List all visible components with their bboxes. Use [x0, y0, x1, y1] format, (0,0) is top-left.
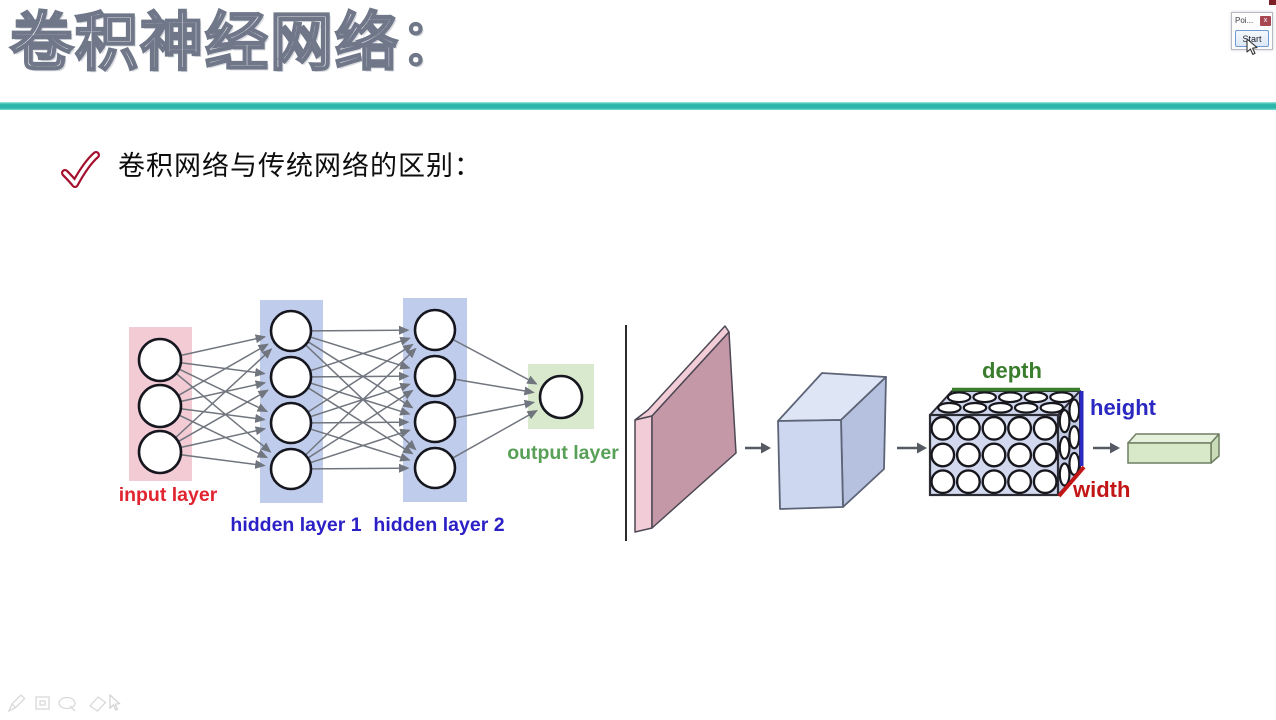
- nn-neuron: [269, 355, 313, 399]
- pointer-window-titlebar: Poi... x: [1232, 13, 1272, 27]
- stamp-tool-icon[interactable]: [35, 696, 50, 710]
- nn-edge: [309, 382, 411, 418]
- nn-edge: [309, 382, 411, 416]
- nn-neuron: [413, 308, 457, 352]
- nn-edge: [307, 389, 414, 459]
- width-edge: [1057, 465, 1086, 498]
- nn-edge: [177, 389, 269, 443]
- input-image-plane: [634, 325, 737, 533]
- pointer-window-title: Poi...: [1235, 15, 1254, 25]
- checkmark-icon: [61, 151, 100, 188]
- nn-edge: [180, 426, 267, 449]
- nn-edge: [180, 334, 267, 357]
- nn-edge: [307, 343, 414, 413]
- nn-neuron: [269, 309, 313, 353]
- bullet-row: 卷积网络与传统网络的区别：: [60, 144, 482, 190]
- slide-title: 卷积神经网络：: [9, 7, 465, 79]
- nn-edge: [310, 463, 410, 473]
- close-icon[interactable]: x: [1260, 15, 1271, 26]
- nn-edge: [454, 399, 536, 419]
- height-label: height: [1090, 395, 1157, 420]
- nn-edge: [180, 361, 266, 377]
- nn-neuron: [413, 354, 457, 398]
- eraser-tool-icon[interactable]: [89, 696, 107, 712]
- conv-volume-cube: [777, 372, 887, 510]
- nn-layer-label-2: hidden layer 2: [373, 514, 504, 536]
- nn-edge: [310, 325, 410, 335]
- pen-tool-icon[interactable]: [7, 694, 26, 713]
- nn-edge: [178, 414, 269, 458]
- nn-edge: [310, 371, 410, 381]
- nn-neuron: [538, 374, 584, 420]
- annotation-toolbar: [7, 693, 121, 713]
- slide-figure: input layer hidden layer 1 hidden layer 2 o…: [119, 298, 1220, 541]
- window-close-fragment: [1269, 0, 1276, 5]
- nn-edge: [309, 336, 411, 370]
- nn-layer-label-3: output layer: [507, 442, 619, 464]
- nn-layer-label-1: hidden layer 1: [230, 514, 361, 536]
- nn-edge: [175, 372, 272, 453]
- nn-edge: [304, 347, 417, 456]
- nn-edge: [309, 428, 411, 462]
- nn-edge: [180, 407, 266, 423]
- nn-neuron: [269, 401, 313, 445]
- nn-edge: [174, 348, 273, 439]
- cursor-tool-icon[interactable]: [109, 693, 121, 711]
- nn-edge: [309, 428, 411, 464]
- nn-edge: [307, 341, 414, 409]
- nn-edge: [177, 343, 269, 397]
- arrow-3: [1093, 442, 1120, 454]
- nn-neuron: [413, 400, 457, 444]
- neuron-volume: depth height width: [928, 358, 1157, 502]
- nn-edge: [452, 410, 538, 459]
- nn-layer-label-0: input layer: [119, 484, 218, 506]
- bullet-text: 卷积网络与传统网络的区别：: [118, 151, 482, 181]
- arrow-1: [745, 442, 771, 454]
- nn-edge: [180, 453, 266, 469]
- nn-edge: [180, 380, 267, 403]
- arrow-2: [897, 442, 927, 454]
- lasso-tool-icon[interactable]: [58, 696, 76, 712]
- nn-neuron: [137, 337, 183, 383]
- width-label: width: [1072, 477, 1130, 502]
- nn-neuron: [137, 429, 183, 475]
- nn-edge: [310, 417, 410, 427]
- nn-edge: [304, 344, 417, 451]
- nn-edge: [309, 336, 411, 372]
- nn-edge: [307, 387, 414, 455]
- output-slab: [1127, 433, 1220, 464]
- depth-label: depth: [982, 358, 1042, 383]
- nn-neuron: [269, 447, 313, 491]
- nn-neuron: [413, 446, 457, 490]
- nn-neuron: [137, 383, 183, 429]
- accent-divider: [0, 102, 1276, 110]
- nn-edge: [454, 378, 535, 396]
- nn-edge: [452, 338, 538, 385]
- nn-edge: [178, 368, 269, 412]
- mouse-cursor-icon: [1246, 38, 1258, 55]
- nn-diagram: input layer hidden layer 1 hidden layer 2 o…: [119, 298, 619, 536]
